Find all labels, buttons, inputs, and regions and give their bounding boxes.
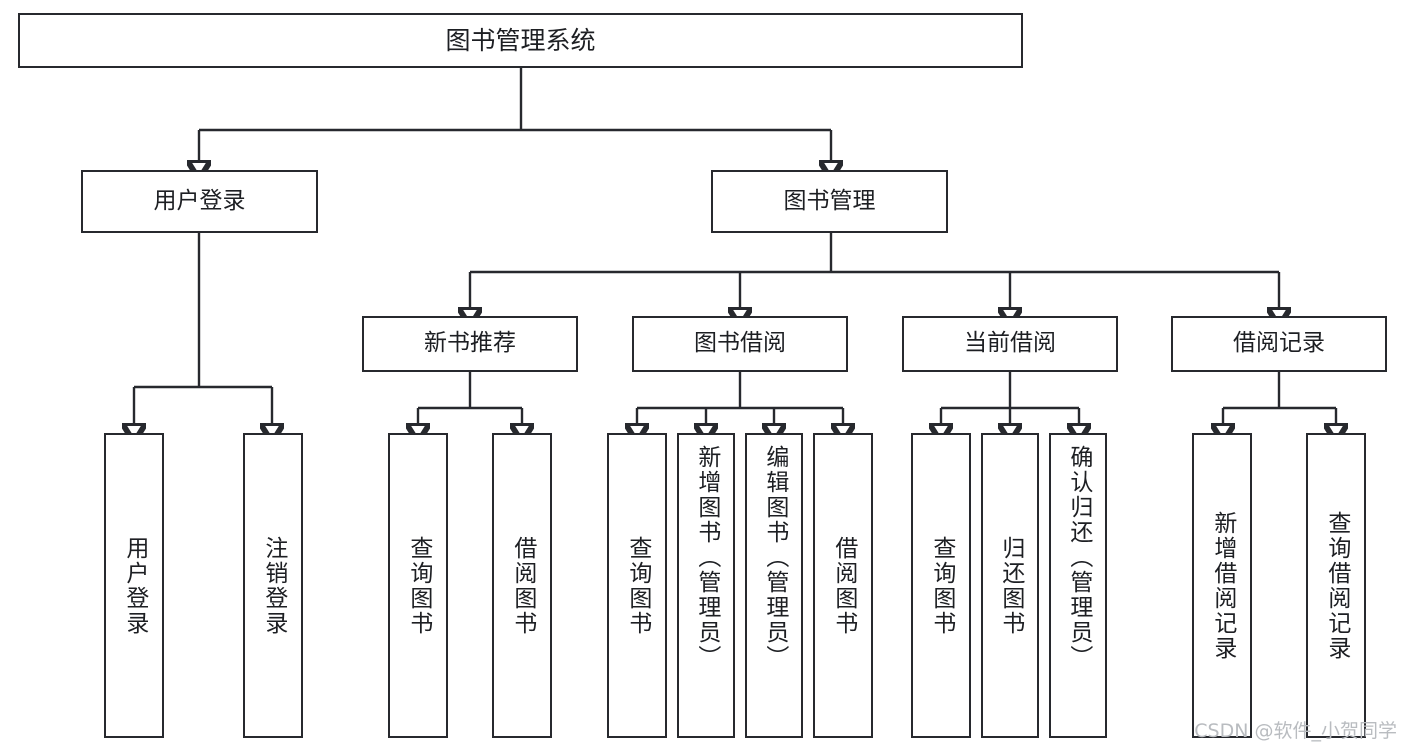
leaf-query-borrow-record[interactable]: 查询借阅记录 bbox=[1306, 433, 1366, 738]
leaf-query-book-newbook[interactable]: 查询图书 bbox=[388, 433, 448, 738]
leaf-query-book-newbook-label: 查询图书 bbox=[405, 535, 432, 636]
leaf-user-login[interactable]: 用户登录 bbox=[104, 433, 164, 738]
leaf-edit-book-admin[interactable]: 编辑图书（管理员） bbox=[745, 433, 803, 738]
leaf-query-book-current-label: 查询图书 bbox=[928, 535, 955, 636]
leaf-logout-label: 注销登录 bbox=[260, 535, 287, 636]
leaf-return-book-label: 归还图书 bbox=[997, 535, 1024, 636]
leaf-borrow-book-borrow[interactable]: 借阅图书 bbox=[813, 433, 873, 738]
leaf-add-book-admin[interactable]: 新增图书（管理员） bbox=[677, 433, 735, 738]
leaf-confirm-return-admin-label: 确认归还（管理员） bbox=[1065, 445, 1092, 670]
leaf-add-borrow-record[interactable]: 新增借阅记录 bbox=[1192, 433, 1252, 738]
leaf-query-book-current[interactable]: 查询图书 bbox=[911, 433, 971, 738]
leaf-user-login-label: 用户登录 bbox=[121, 535, 148, 636]
leaf-query-book-borrow-label: 查询图书 bbox=[624, 535, 651, 636]
leaf-borrow-book-newbook[interactable]: 借阅图书 bbox=[492, 433, 552, 738]
leaf-add-borrow-record-label: 新增借阅记录 bbox=[1209, 510, 1236, 661]
node-user-login-label: 用户登录 bbox=[153, 187, 246, 214]
leaf-borrow-book-borrow-label: 借阅图书 bbox=[830, 535, 857, 636]
node-borrow-record-label: 借阅记录 bbox=[1233, 330, 1325, 357]
leaf-logout[interactable]: 注销登录 bbox=[243, 433, 303, 738]
leaf-confirm-return-admin[interactable]: 确认归还（管理员） bbox=[1049, 433, 1107, 738]
node-book-borrow[interactable]: 图书借阅 bbox=[632, 316, 848, 372]
node-book-borrow-label: 图书借阅 bbox=[694, 330, 786, 357]
node-root-label: 图书管理系统 bbox=[445, 25, 596, 55]
leaf-query-borrow-record-label: 查询借阅记录 bbox=[1323, 510, 1350, 661]
leaf-return-book[interactable]: 归还图书 bbox=[981, 433, 1039, 738]
leaf-edit-book-admin-label: 编辑图书（管理员） bbox=[761, 445, 788, 670]
leaf-borrow-book-newbook-label: 借阅图书 bbox=[509, 535, 536, 636]
node-root[interactable]: 图书管理系统 bbox=[18, 13, 1023, 68]
node-borrow-record[interactable]: 借阅记录 bbox=[1171, 316, 1387, 372]
node-new-book-recommend-label: 新书推荐 bbox=[424, 330, 516, 357]
node-user-login[interactable]: 用户登录 bbox=[81, 170, 318, 233]
node-book-management-label: 图书管理 bbox=[783, 187, 876, 214]
leaf-query-book-borrow[interactable]: 查询图书 bbox=[607, 433, 667, 738]
node-book-management[interactable]: 图书管理 bbox=[711, 170, 948, 233]
csdn-watermark: CSDN @软件_小贺同学 bbox=[1194, 720, 1397, 742]
leaf-add-book-admin-label: 新增图书（管理员） bbox=[693, 445, 720, 670]
node-new-book-recommend[interactable]: 新书推荐 bbox=[362, 316, 578, 372]
node-current-borrow[interactable]: 当前借阅 bbox=[902, 316, 1118, 372]
node-current-borrow-label: 当前借阅 bbox=[964, 330, 1056, 357]
